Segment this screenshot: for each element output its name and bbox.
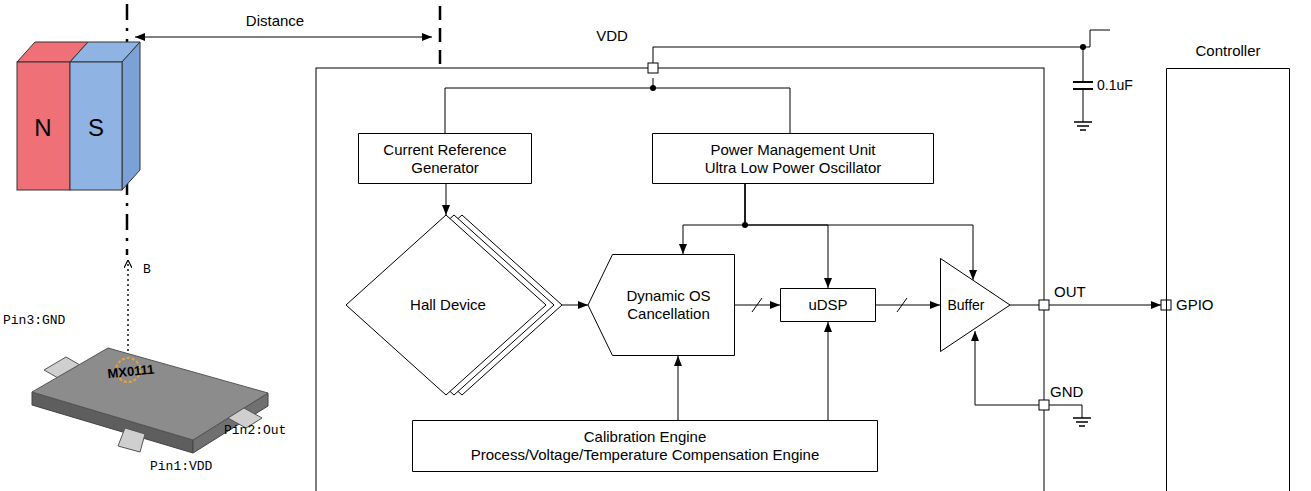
signal-connector xyxy=(745,184,828,288)
box-label: Calibration Engine xyxy=(584,428,707,446)
process-box-outline xyxy=(781,289,876,322)
box-label: Dynamic OS Cancellation xyxy=(610,287,727,323)
signal-connector xyxy=(828,322,829,420)
signal-connector xyxy=(876,305,940,306)
controller-box: Controller xyxy=(1166,68,1290,491)
signal-connector xyxy=(1010,305,1161,306)
hall-diamond: Hall Device xyxy=(346,215,562,395)
cancellation-block: Dynamic OS Cancellation xyxy=(588,254,735,356)
vdd-wiring xyxy=(445,30,1110,133)
process-box-outline xyxy=(413,421,878,472)
bus-slash xyxy=(752,298,762,312)
pin-name: GND xyxy=(1050,384,1083,401)
pin-square xyxy=(1039,300,1049,310)
pole-label: S xyxy=(88,115,104,141)
component-value: 0.1uF xyxy=(1097,78,1133,93)
field-arrow xyxy=(127,264,128,356)
magnet xyxy=(17,42,140,190)
signal-connector xyxy=(745,184,973,280)
distance-arrow xyxy=(135,37,432,38)
pin-name: GPIO xyxy=(1176,297,1214,314)
pole-label: N xyxy=(34,115,51,141)
pin-name: OUT xyxy=(1054,284,1086,301)
chip-outline xyxy=(316,68,1044,491)
dimension-label: Distance xyxy=(246,13,304,30)
box-label: uDSP xyxy=(808,296,847,314)
signal-connector xyxy=(678,356,679,420)
junction-dot xyxy=(650,85,656,91)
box-label: Ultra Low Power Oscillator xyxy=(705,159,882,177)
ground-symbol xyxy=(1049,405,1091,426)
box-label: Hall Device xyxy=(410,296,486,314)
box-label: Buffer xyxy=(947,297,984,314)
pin-label: Pin3:GND xyxy=(3,314,65,328)
gnd-wire xyxy=(975,331,1044,405)
junction-dot xyxy=(742,222,748,228)
process-box-outline xyxy=(359,134,532,184)
box-label: Current Reference Generator xyxy=(366,141,524,177)
process-box-outline xyxy=(653,134,934,184)
buffer-triangle-outline xyxy=(941,259,1011,352)
controller-box-outline xyxy=(1166,68,1290,491)
box-label: Process/Voltage/Temperature Compensation… xyxy=(471,446,820,464)
pin-name: VDD xyxy=(596,28,628,45)
process-box: Power Management UnitUltra Low Power Osc… xyxy=(652,133,934,184)
signal-connector xyxy=(562,305,588,306)
field-label: B xyxy=(143,263,151,277)
process-box: Current Reference Generator xyxy=(358,133,532,184)
junction-dot xyxy=(1080,44,1086,50)
signal-connector xyxy=(683,184,745,254)
box-label: Power Management Unit xyxy=(710,141,875,159)
pin-square xyxy=(648,63,658,73)
process-box: uDSP xyxy=(780,288,876,322)
pin-label: Pin1:VDD xyxy=(150,460,212,474)
bus-slash xyxy=(897,298,907,312)
hall-diamond-outline xyxy=(346,215,546,395)
buffer-triangle: Buffer xyxy=(940,258,1010,352)
box-heading: Controller xyxy=(1166,42,1290,60)
controller-outline xyxy=(1167,69,1290,491)
process-box: Calibration EngineProcess/Voltage/Temper… xyxy=(412,420,878,472)
signal-connector xyxy=(446,184,447,215)
cancellation-block-outline xyxy=(588,255,735,356)
pin-square xyxy=(1039,400,1049,410)
pin-label: Pin2:Out xyxy=(224,424,286,438)
distance-mark-line xyxy=(439,6,442,66)
